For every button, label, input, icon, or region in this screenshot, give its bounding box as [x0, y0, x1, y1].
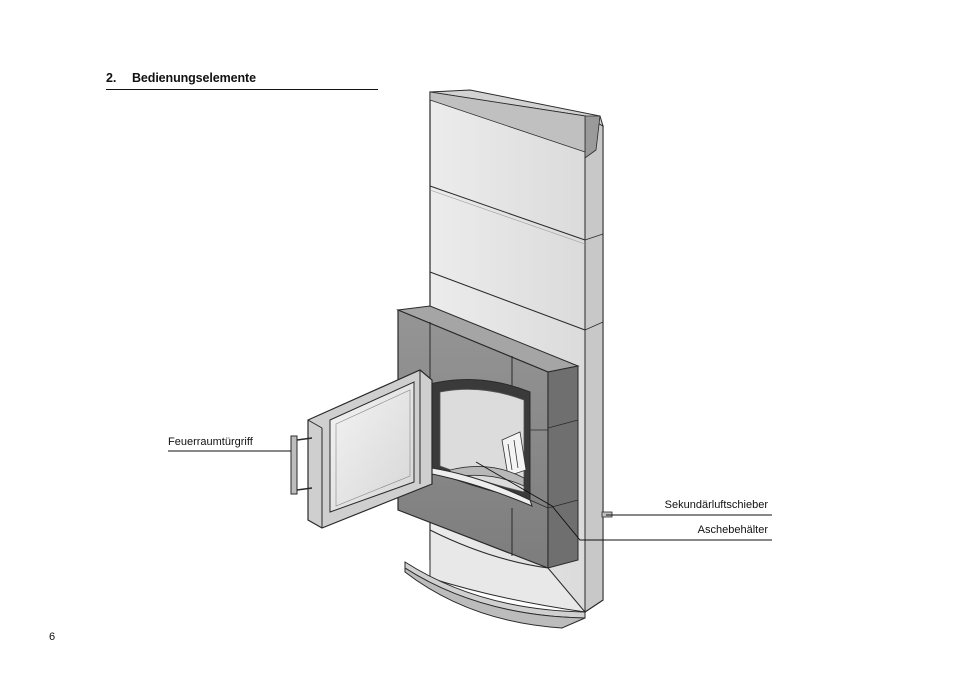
leader-lines	[168, 450, 772, 541]
firebox-door	[290, 369, 433, 529]
callout-ash-container: Aschebehälter	[697, 524, 768, 536]
callout-secondary-air: Sekundärluftschieber	[664, 499, 768, 511]
air-slider-icon	[601, 511, 613, 518]
base-plinth	[404, 529, 604, 629]
callout-door-handle: Feuerraumtürgriff	[168, 436, 253, 448]
page-number: 6	[49, 631, 56, 643]
firebox-opening	[429, 379, 533, 507]
door-handle-icon	[290, 435, 313, 495]
section-title: Bedienungselemente	[132, 71, 256, 85]
section-heading: 2. Bedienungselemente	[106, 71, 378, 90]
section-number: 2.	[106, 71, 117, 85]
